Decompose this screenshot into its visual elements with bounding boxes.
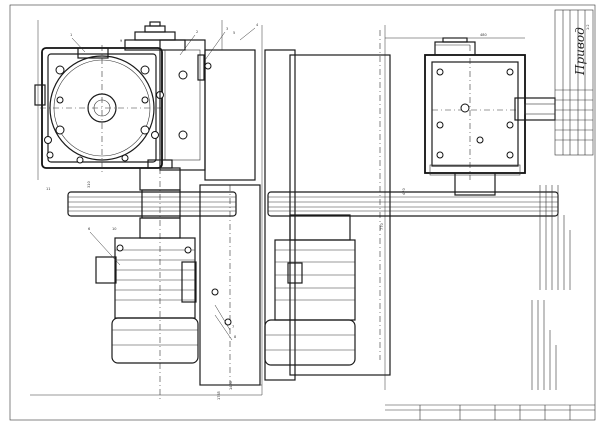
dim-overall-width: 1785 bbox=[217, 391, 221, 400]
technical-notes bbox=[531, 185, 571, 390]
dim-right-height: 470 bbox=[402, 188, 406, 195]
part-number-label: 10 bbox=[112, 227, 116, 231]
coupling-right bbox=[429, 164, 521, 196]
dimensions-right: 480 770 470 bbox=[380, 33, 525, 230]
part-number-label: 4 bbox=[256, 23, 259, 27]
electric-motor-left bbox=[95, 217, 199, 364]
dim-lower-width: 1400 bbox=[229, 381, 233, 390]
dim-motor-center: 770 bbox=[380, 223, 384, 230]
sheet-label: 1:2 bbox=[586, 24, 590, 30]
gearbox-top-cap-left bbox=[124, 21, 186, 51]
gearbox-housing-left bbox=[34, 45, 165, 175]
gearbox-right bbox=[424, 37, 556, 180]
bottom-strip bbox=[419, 405, 571, 420]
part-number-label: 11 bbox=[46, 187, 50, 191]
part-leaders-left bbox=[71, 27, 256, 341]
part-number-label: 7 bbox=[232, 325, 234, 329]
title-block: Привод 1:2 bbox=[554, 9, 594, 156]
belt-drive-right bbox=[267, 191, 559, 217]
sheet-frame bbox=[9, 4, 596, 421]
part-number-label: 1 bbox=[70, 33, 72, 37]
dim-pulley: 310 bbox=[87, 181, 91, 188]
part-number-label: 3 bbox=[226, 27, 228, 31]
belt-drive-left bbox=[67, 189, 237, 219]
part-number-label: 9 bbox=[120, 39, 122, 43]
drawing-title: Привод bbox=[573, 27, 587, 76]
dim-top-right: 480 bbox=[480, 33, 487, 37]
dimensions-left: 310 1785 1400 bbox=[30, 20, 263, 400]
gearbox-side-box bbox=[159, 39, 256, 181]
part-number-label: 2 bbox=[196, 30, 198, 34]
part-number-label: 5 bbox=[233, 31, 235, 35]
part-number-label: 8 bbox=[234, 335, 236, 339]
electric-motor-right bbox=[264, 214, 356, 366]
part-number-label: 6 bbox=[88, 227, 90, 231]
frame-plate-left bbox=[199, 184, 261, 386]
